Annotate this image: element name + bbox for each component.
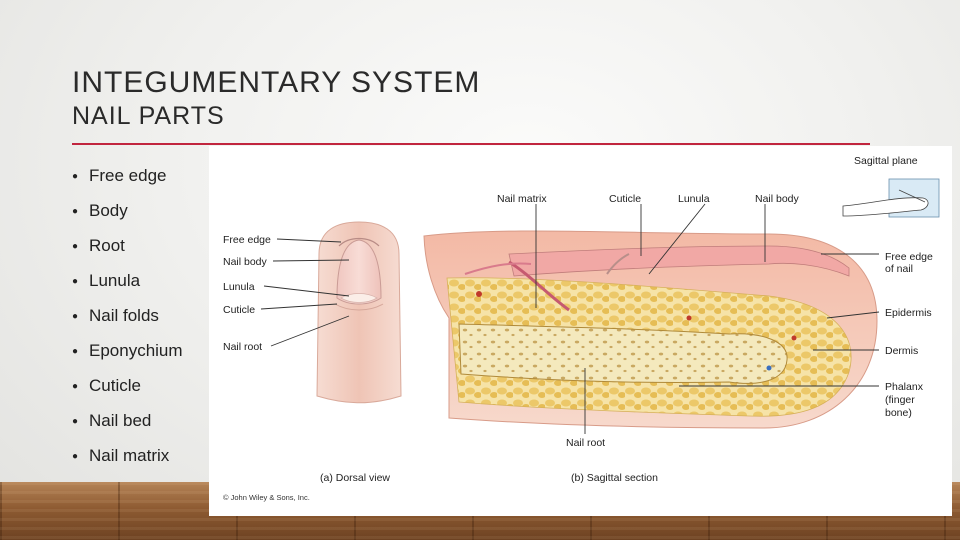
label-free-edge: Free edge <box>223 234 271 246</box>
bullet-icon: ● <box>72 345 79 357</box>
list-item: ●Body <box>72 199 183 234</box>
nail-anatomy-figure: Free edge Nail body Lunula Cuticle Nail … <box>209 146 952 516</box>
label-epidermis: Epidermis <box>885 307 932 319</box>
list-item: ●Root <box>72 234 183 269</box>
label-free-edge-of-nail-line1: Free edge <box>885 251 933 263</box>
slide-title: INTEGUMENTARY SYSTEM <box>72 66 481 99</box>
label-sagittal-lunula: Lunula <box>678 193 710 205</box>
label-cuticle: Cuticle <box>223 304 255 316</box>
list-item: ●Eponychium <box>72 339 183 374</box>
sagittal-leader-lines <box>535 203 880 434</box>
label-nail-root: Nail root <box>223 341 262 353</box>
label-lunula: Lunula <box>223 281 255 293</box>
dorsal-leader-lines <box>260 238 350 347</box>
label-phalanx-line3: bone) <box>885 407 912 419</box>
label-nail-body: Nail body <box>223 256 268 268</box>
bullet-icon: ● <box>72 415 79 427</box>
bullet-icon: ● <box>72 380 79 392</box>
nail-anatomy-illustration: Free edge Nail body Lunula Cuticle Nail … <box>223 155 940 502</box>
bullet-icon: ● <box>72 205 79 217</box>
label-phalanx-line2: (finger <box>885 394 915 406</box>
list-item: ●Nail matrix <box>72 444 183 479</box>
list-item: ●Cuticle <box>72 374 183 409</box>
bullet-icon: ● <box>72 310 79 322</box>
sagittal-section-drawing <box>423 230 878 429</box>
label-sagittal-nail-body: Nail body <box>755 193 800 205</box>
slide-subtitle: NAIL PARTS <box>72 102 225 130</box>
bullet-icon: ● <box>72 170 79 182</box>
list-item: ●Free edge <box>72 164 183 199</box>
label-sagittal-nail-root: Nail root <box>566 437 605 449</box>
caption-sagittal-section: (b) Sagittal section <box>571 472 658 484</box>
list-item: ●Nail folds <box>72 304 183 339</box>
list-item: ●Nail bed <box>72 409 183 444</box>
copyright-notice: © John Wiley & Sons, Inc. <box>223 493 310 502</box>
nail-parts-list: ●Free edge ●Body ●Root ●Lunula ●Nail fol… <box>72 164 183 479</box>
bullet-icon: ● <box>72 240 79 252</box>
label-free-edge-of-nail-line2: of nail <box>885 263 913 275</box>
label-sagittal-cuticle: Cuticle <box>609 193 641 205</box>
dorsal-finger-drawing <box>316 221 402 404</box>
bullet-icon: ● <box>72 450 79 462</box>
label-sagittal-plane: Sagittal plane <box>854 155 918 167</box>
bullet-icon: ● <box>72 275 79 287</box>
label-dermis: Dermis <box>885 345 918 357</box>
list-item: ●Lunula <box>72 269 183 304</box>
caption-dorsal-view: (a) Dorsal view <box>320 472 390 484</box>
sagittal-plane-inset <box>842 178 940 218</box>
label-phalanx-line1: Phalanx <box>885 381 924 393</box>
title-divider <box>72 143 870 145</box>
label-nail-matrix: Nail matrix <box>497 193 547 205</box>
